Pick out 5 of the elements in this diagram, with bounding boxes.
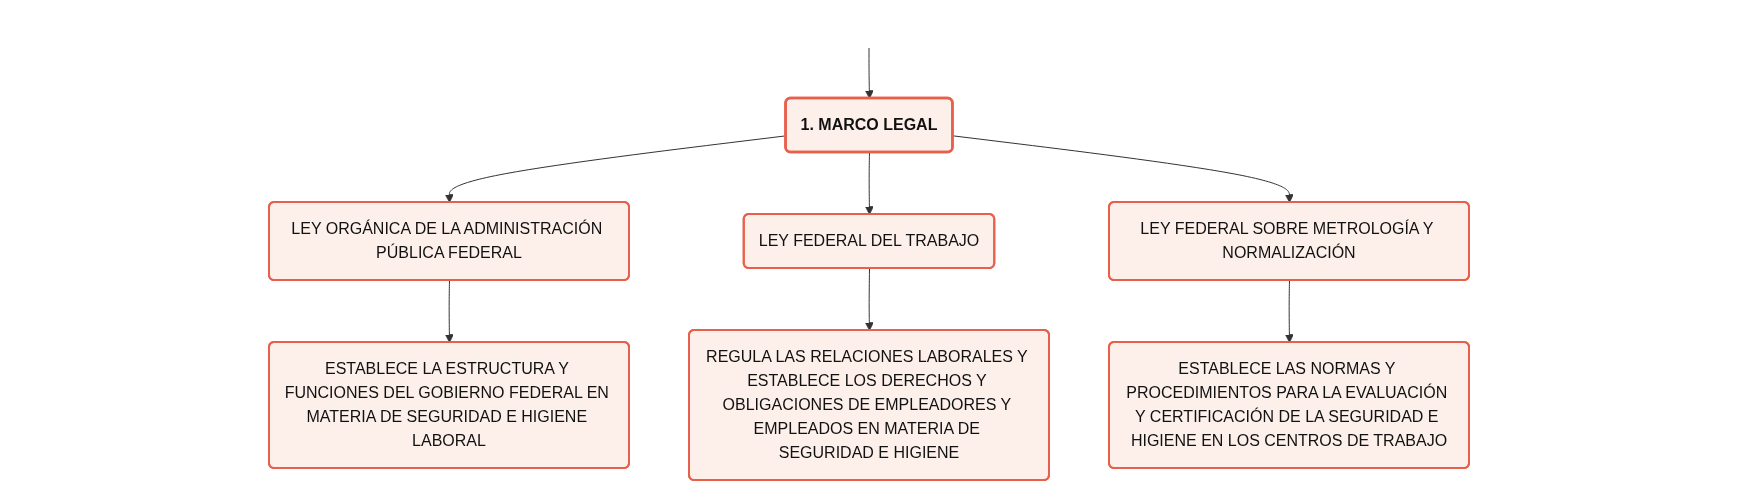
- arrow: [445, 279, 454, 343]
- arrow: [864, 267, 874, 331]
- arrow: [865, 151, 874, 215]
- arrow: [952, 134, 1294, 203]
- arrow: [1285, 279, 1294, 343]
